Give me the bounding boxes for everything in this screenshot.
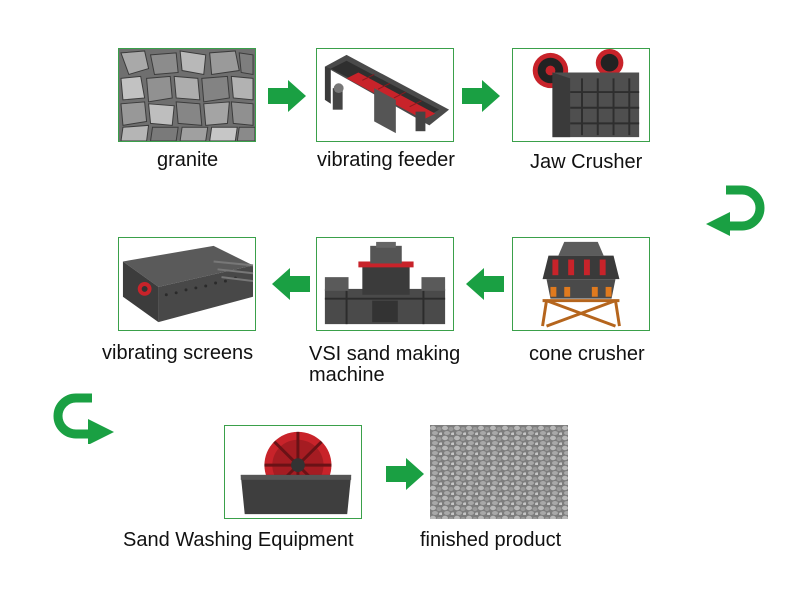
vibrating-screens-image (118, 237, 256, 331)
vsi-sand-making-machine-image (316, 237, 454, 331)
label-vibrating-screens: vibrating screens (102, 342, 254, 364)
arrow-left-icon (466, 268, 504, 300)
label-vsi-line-1: VSI sand making (309, 343, 461, 365)
label-finished-product: finished product (420, 529, 562, 551)
arrow-right-icon (268, 80, 306, 112)
arrow-left-icon (272, 268, 310, 300)
cone-crusher-image (512, 237, 650, 331)
label-vibrating-feeder: vibrating feeder (317, 149, 455, 171)
label-vsi-line-2: machine (309, 364, 385, 386)
u-turn-down-icon (700, 180, 766, 236)
label-cone-crusher: cone crusher (529, 343, 645, 365)
arrow-right-icon (462, 80, 500, 112)
label-granite: granite (157, 149, 219, 171)
arrow-right-icon (386, 458, 424, 490)
label-sand-washing-equipment: Sand Washing Equipment (123, 529, 354, 551)
u-turn-down-icon (52, 388, 118, 444)
finished-product-image (430, 425, 568, 519)
granite-image (118, 48, 256, 142)
jaw-crusher-image (512, 48, 650, 142)
sand-washing-equipment-image (224, 425, 362, 519)
label-jaw-crusher: Jaw Crusher (530, 151, 643, 173)
vibrating-feeder-image (316, 48, 454, 142)
